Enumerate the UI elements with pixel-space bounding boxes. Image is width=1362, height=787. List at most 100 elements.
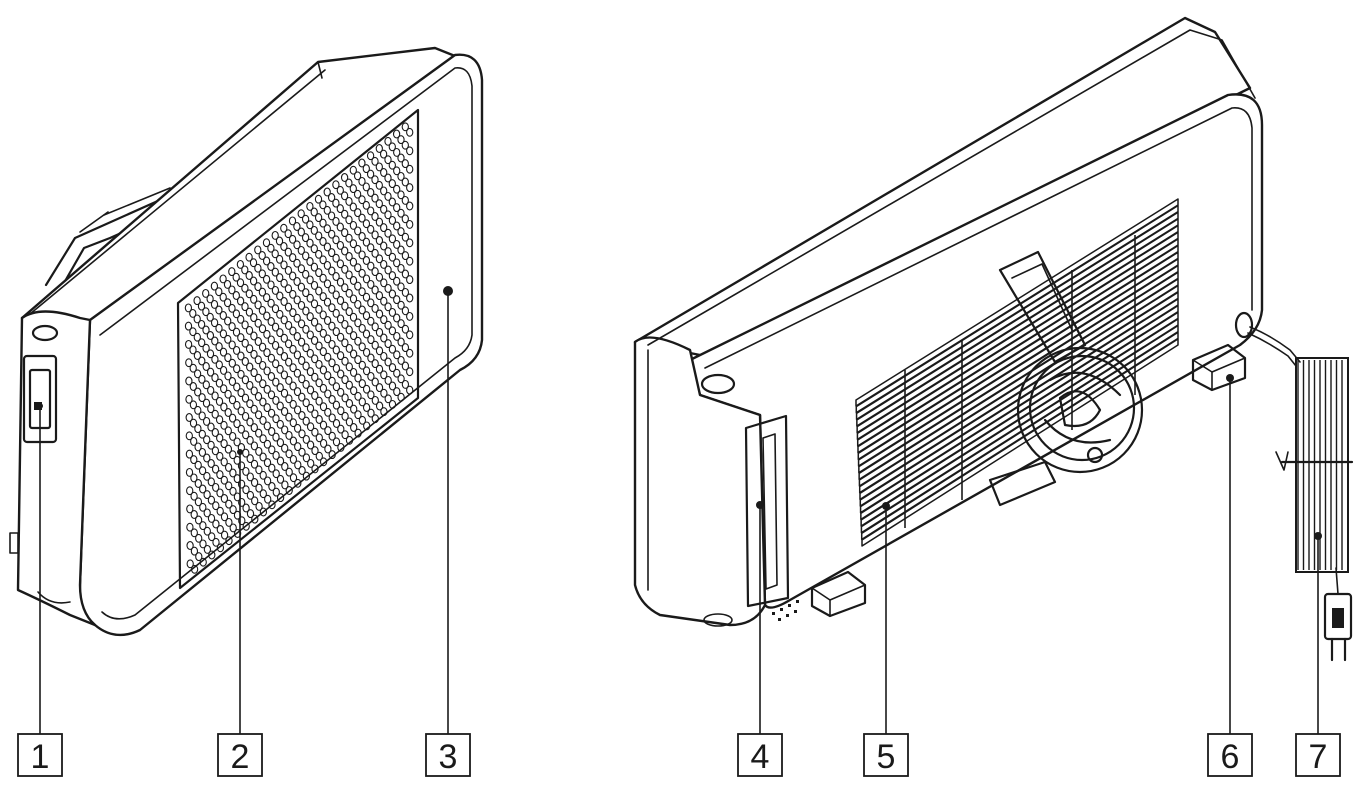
grille-hole [246,490,255,500]
grille-hole [289,454,298,464]
grille-hole [401,122,409,132]
grille-hole [198,411,206,421]
grille-hole [315,415,323,424]
grille-hole [293,277,301,286]
grille-hole [268,482,276,491]
grille-hole [271,285,280,295]
grille-hole [212,537,220,547]
grille-hole [324,426,332,436]
grille-hole [397,319,405,329]
grille-hole [198,447,207,457]
grille-hole [371,175,379,185]
grille-hole [272,432,280,442]
grille-hole [302,288,310,298]
grille-hole [384,136,392,146]
grille-hole [189,345,197,355]
grille-hole [186,504,194,514]
grille-hole [397,135,405,145]
grille-hole [388,381,397,391]
grille-hole [345,417,354,427]
grille-hole [272,487,280,497]
grille-hole [349,220,358,230]
grille-hole [184,321,193,331]
grille-hole [332,180,340,190]
grille-hole [388,363,397,373]
grille-hole [306,275,314,285]
grille-hole [289,399,297,409]
grille-hole [285,357,293,367]
grille-hole [302,416,310,426]
grille-hole [289,381,297,391]
grille-hole [384,375,392,385]
grille-hole [250,459,259,469]
grille-hole [225,481,233,491]
grille-hole [297,227,305,237]
grille-hole [250,478,259,487]
grille-hole [337,406,345,416]
grille-hole [207,440,215,450]
grille-hole [189,382,197,391]
grille-hole [362,329,371,339]
grille-hole [224,334,232,344]
grille-hole [245,271,253,280]
grille-hole [297,300,306,310]
grille-hole [263,384,271,394]
grille-hole [228,285,236,295]
grille-hole [229,486,237,496]
grille-hole [186,541,194,550]
grille-hole [206,349,215,359]
grille-hole [203,526,211,536]
grille-hole [388,252,397,262]
grille-hole [319,292,327,302]
grille-hole [362,274,371,284]
grille-hole [202,325,210,335]
grille-hole [251,496,259,506]
grille-hole [190,528,198,538]
grille-hole [245,307,254,317]
grille-hole [242,430,250,440]
grille-hole [251,514,259,524]
grille-hole [223,279,232,289]
grille-hole [332,216,340,226]
grille-hole [306,238,314,248]
grille-hole [189,327,197,337]
grille-hole [211,428,219,437]
heater-front-view [9,46,484,637]
grille-hole [323,242,332,252]
grille-hole [349,239,358,249]
grille-hole [237,314,245,324]
grille-hole [367,298,375,308]
grille-hole [289,436,298,446]
grille-hole [371,340,379,350]
grille-hole [267,335,275,345]
grille-hole [194,387,202,397]
grille-hole [185,394,193,404]
grille-hole [250,386,258,396]
grille-hole [228,377,237,386]
grille-hole [358,342,366,352]
grille-hole [375,180,383,190]
grille-hole [332,419,341,428]
grille-hole [202,398,211,408]
grille-hole [315,341,323,351]
grille-hole [362,200,370,210]
grille-hole [349,202,357,212]
grille-hole [401,159,409,169]
grille-hole [363,421,371,431]
grille-hole [216,543,225,553]
grille-hole [298,447,306,457]
grille-hole [225,536,233,546]
grille-hole [207,459,215,468]
grille-hole [207,385,215,395]
grille-hole [224,353,232,363]
grille-hole [393,221,401,231]
grille-hole [358,268,366,278]
heater-rear-view [633,16,1264,627]
grille-hole [229,505,237,515]
grille-hole [306,403,315,413]
grille-hole [210,318,219,328]
grille-hole [319,402,328,412]
grille-hole [336,240,345,250]
grille-hole [349,349,358,359]
grille-hole [306,440,315,450]
